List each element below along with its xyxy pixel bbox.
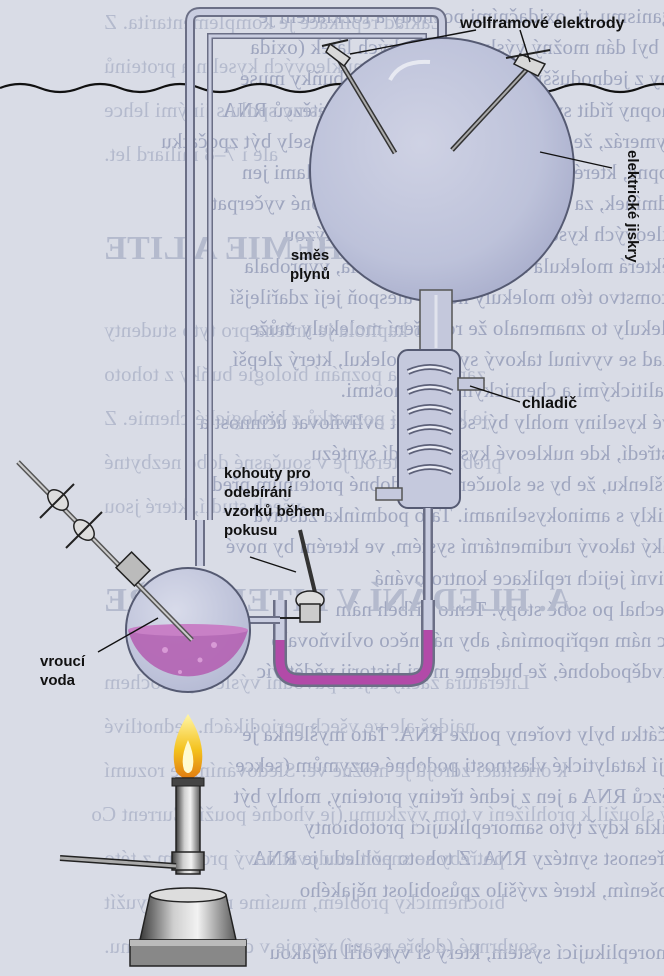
condenser — [376, 350, 484, 508]
gas-mixture-line-1: směs — [290, 246, 330, 265]
condenser-label: chladič — [522, 394, 577, 413]
electrodes-label: wolframové elektrody — [460, 14, 625, 33]
taps-line-1: kohouty pro — [224, 464, 325, 483]
taps-line-3: vzorků během — [224, 502, 325, 521]
sparks-label: elektrické jiskry — [622, 150, 642, 263]
boiling-line-1: vroucí — [40, 652, 85, 671]
flame — [174, 714, 203, 779]
gas-mixture-line-2: plynů — [290, 265, 330, 284]
wire-line — [0, 84, 664, 92]
sparks-label-text: elektrické jiskry — [624, 150, 641, 263]
inlet-tube — [18, 462, 192, 640]
taps-line-4: pokusu — [224, 521, 325, 540]
taps-line-2: odebírání — [224, 483, 325, 502]
boiling-water-label: vroucí voda — [40, 652, 85, 690]
gas-mixture-label: směs plynů — [290, 246, 330, 284]
bunsen-burner — [60, 778, 246, 966]
boiling-line-2: voda — [40, 671, 85, 690]
boiling-flask — [126, 568, 250, 692]
sampling-taps-label: kohouty pro odebírání vzorků během pokus… — [224, 464, 325, 540]
